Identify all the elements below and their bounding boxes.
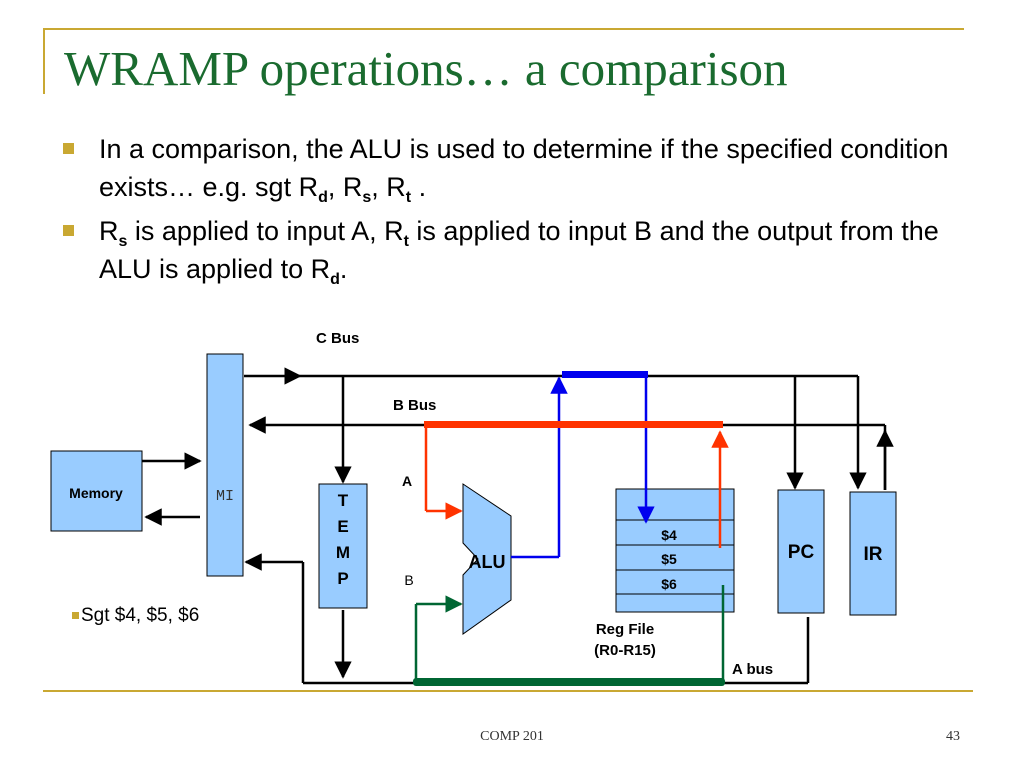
pc-box — [777, 489, 825, 614]
footer-page-number: 43 — [946, 729, 960, 744]
bullet-text: . — [339, 254, 348, 284]
a-bus-label: A bus — [732, 661, 773, 678]
subscript: t — [403, 233, 409, 250]
ir-box — [849, 491, 897, 616]
subscript: s — [118, 233, 128, 250]
temp-letter: P — [337, 569, 348, 588]
bullet-text: R — [99, 216, 119, 246]
temp-letter: M — [336, 543, 350, 562]
mi-box — [206, 353, 244, 577]
input-a-label: A — [402, 473, 412, 489]
pc-label: PC — [788, 542, 815, 563]
c-bus — [244, 367, 867, 490]
b-bus — [248, 416, 894, 490]
input-b-label: B — [404, 572, 413, 588]
alu-shape — [462, 483, 512, 635]
bullet-text: . — [411, 172, 427, 202]
memory-label: Memory — [69, 485, 123, 501]
c-bus-highlight — [562, 371, 648, 378]
b-bus-highlight — [424, 421, 723, 428]
temp-letter: T — [338, 491, 349, 510]
bullet-text: In a comparison, the ALU is used to dete… — [99, 134, 949, 202]
temp-box — [318, 483, 368, 609]
frame-left-rule — [43, 28, 45, 94]
subscript: d — [318, 189, 328, 206]
bullet-list: In a comparison, the ALU is used to dete… — [62, 130, 962, 294]
bullet-item: In a comparison, the ALU is used to dete… — [62, 130, 962, 206]
memory-mi-arrows — [142, 452, 202, 526]
b-bus-label: B Bus — [393, 397, 436, 414]
frame-bottom-rule — [43, 690, 973, 692]
subscript: s — [362, 189, 372, 206]
alu-label: ALU — [469, 552, 506, 572]
subscript: d — [330, 271, 340, 288]
input-a-path — [424, 425, 729, 548]
c-bus-label: C Bus — [316, 330, 359, 347]
bullet-text: , R — [327, 172, 363, 202]
slide-title: WRAMP operations… a comparison — [64, 41, 788, 96]
reg-file-label: Reg File — [596, 621, 654, 638]
note-bullet-icon — [72, 612, 79, 619]
bullet-square-icon — [63, 143, 74, 154]
reg-file-box — [615, 488, 735, 613]
temp-letter: E — [337, 517, 348, 536]
instruction-note: Sgt $4, $5, $6 — [81, 605, 199, 626]
bullet-text: is applied to input B and the output fro… — [99, 216, 939, 284]
bullet-text: is applied to input A, R — [127, 216, 404, 246]
a-bus-highlight — [413, 678, 725, 686]
bullet-text: , R — [371, 172, 406, 202]
reg-row: $5 — [661, 551, 677, 567]
reg-row: $4 — [661, 527, 677, 543]
alu-output-path — [511, 375, 655, 559]
input-b-path — [414, 585, 725, 682]
ir-label: IR — [864, 544, 883, 565]
subscript: t — [405, 189, 412, 206]
frame-top-rule — [43, 28, 964, 30]
bullet-item: Rs is applied to input A, Rt is applied … — [62, 212, 962, 288]
reg-row: $6 — [661, 576, 677, 592]
reg-file-range-label: (R0-R15) — [594, 642, 656, 659]
mi-label: MI — [216, 488, 234, 505]
memory-box — [50, 450, 143, 532]
footer-course: COMP 201 — [480, 729, 544, 744]
bullet-square-icon — [63, 225, 74, 236]
